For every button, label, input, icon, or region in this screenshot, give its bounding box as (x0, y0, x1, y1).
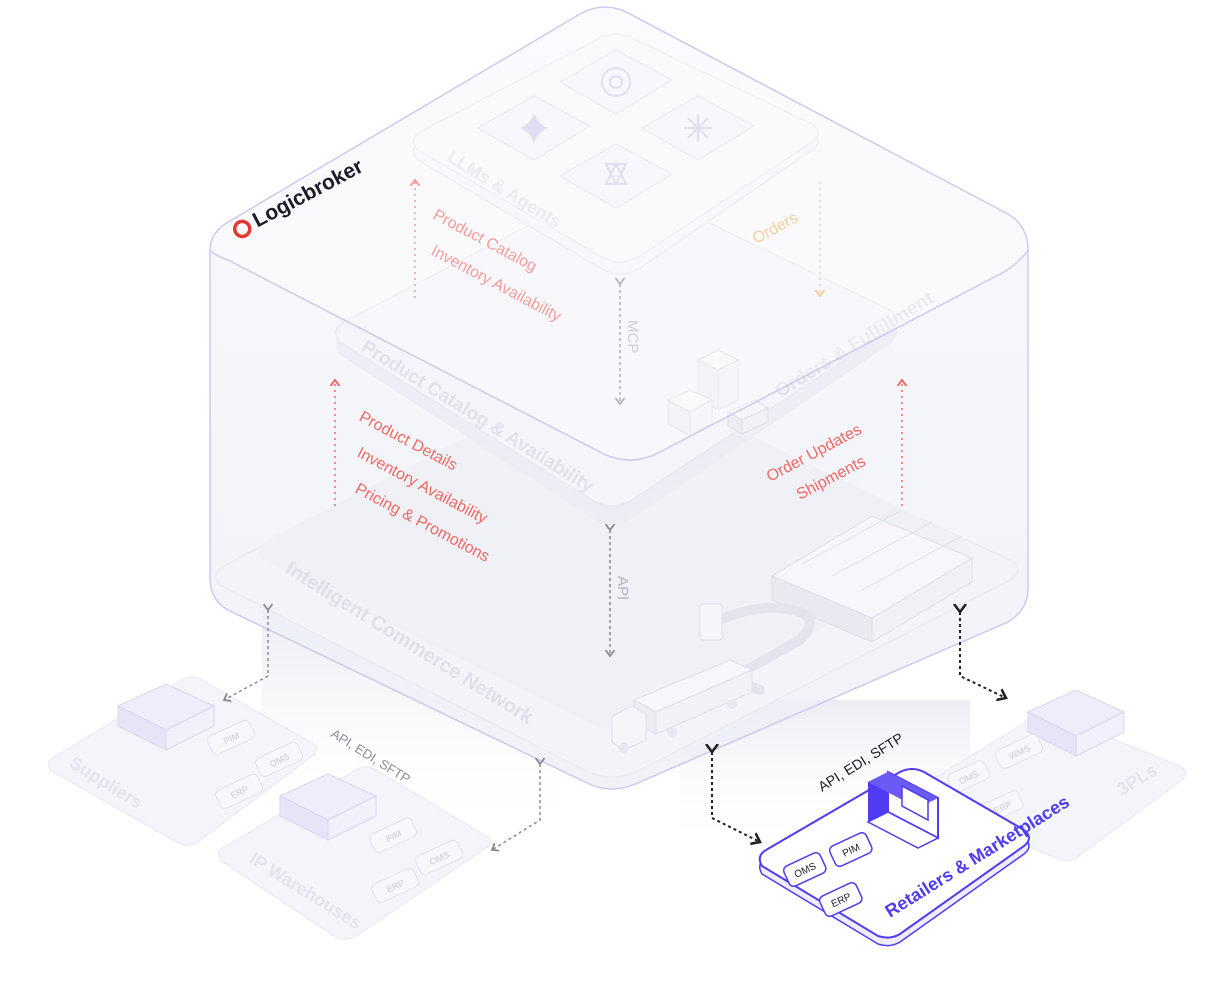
openai-icon (601, 67, 631, 97)
tile-openai (558, 49, 674, 115)
warehouses-chip-pim: PIM (369, 817, 417, 853)
tile-sparkle (476, 95, 592, 161)
sparkle-star-icon (520, 112, 548, 144)
package-boxes-icon (666, 349, 770, 437)
threepls-chip-wms: WMS (995, 733, 1043, 769)
logicbroker-ring-icon (232, 219, 252, 239)
warehouses-chip-oms: OMS (415, 839, 463, 875)
retailers-chip-pim: PIM (828, 831, 873, 868)
flower-icon (604, 161, 628, 187)
api-connector-label: API (614, 576, 631, 600)
warehouses-connection-arrow (492, 764, 540, 850)
connection-arrows (224, 610, 1006, 850)
warehouse-icon (278, 773, 378, 841)
distribution-center-icon (770, 509, 974, 643)
storefront-icon (866, 770, 940, 849)
warehouses-chip-erp: ERP (371, 867, 419, 903)
mcp-connector-label: MCP (624, 320, 641, 353)
burst-icon (684, 114, 712, 142)
retailers-connection-arrow (712, 752, 760, 842)
tile-burst (640, 95, 756, 161)
threepls-chip-oms: OMS (947, 760, 990, 793)
top-layer: LLMs & Agents Product Catalog Inventory … (413, 33, 820, 404)
threepls-connection-arrow (960, 612, 1006, 698)
truck-icon (611, 659, 754, 753)
tile-flower (558, 143, 674, 209)
suppliers-chip-erp: ERP (215, 773, 263, 809)
suppliers-chip-oms: OMS (255, 741, 303, 777)
retailers-chip-erp: ERP (818, 881, 863, 918)
warehouse-icon (116, 683, 216, 751)
suppliers-connection-arrow (224, 610, 268, 700)
warehouse-icon (1026, 689, 1126, 757)
suppliers-node[interactable]: PIM OMS ERP Suppliers (48, 676, 318, 846)
retailers-chip-oms: OMS (782, 851, 827, 888)
platform-lid (209, 6, 1029, 790)
suppliers-chip-pim: PIM (207, 719, 255, 755)
ip-warehouses-node[interactable]: PIM OMS ERP IP Warehouses (218, 766, 492, 940)
